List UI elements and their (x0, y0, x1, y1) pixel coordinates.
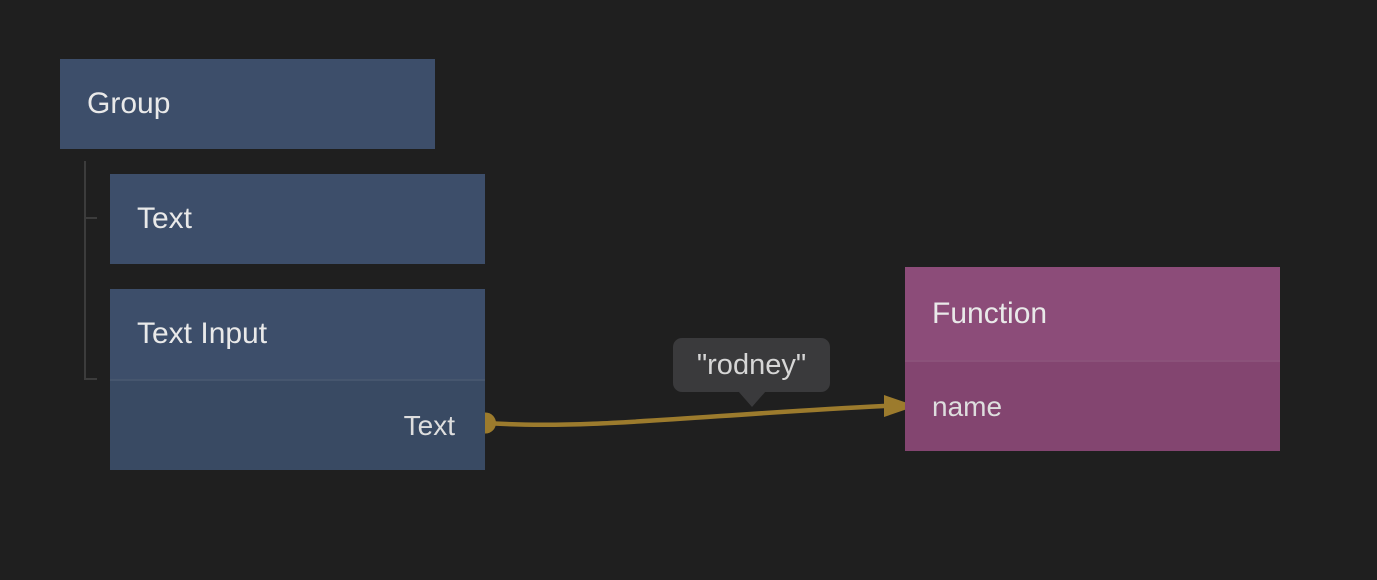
connection-wire[interactable] (483, 403, 887, 428)
node-function-title: Function (932, 296, 1048, 330)
node-text-input-header[interactable]: Text Input (110, 289, 485, 379)
node-text-input[interactable]: Text Input Text (110, 289, 485, 470)
node-group[interactable]: Group (60, 59, 435, 149)
tree-connector-lines (84, 161, 97, 380)
node-function-body: name (905, 360, 1280, 451)
node-text-header[interactable]: Text (110, 174, 485, 264)
tooltip-pointer-icon (737, 391, 766, 407)
node-function[interactable]: Function name (905, 267, 1280, 451)
input-port-label: name (932, 390, 1003, 422)
connection-value-text: "rodney" (696, 348, 807, 381)
node-group-header[interactable]: Group (60, 59, 435, 149)
node-group-title: Group (87, 87, 171, 120)
node-text-title: Text (137, 202, 193, 235)
connection-value-tooltip: "rodney" (673, 338, 830, 407)
node-text-input-body: Text (110, 379, 485, 470)
node-function-header[interactable]: Function (905, 267, 1280, 360)
node-text-input-title: Text Input (137, 317, 268, 350)
output-port-label: Text (403, 409, 455, 441)
node-text[interactable]: Text (110, 174, 485, 264)
